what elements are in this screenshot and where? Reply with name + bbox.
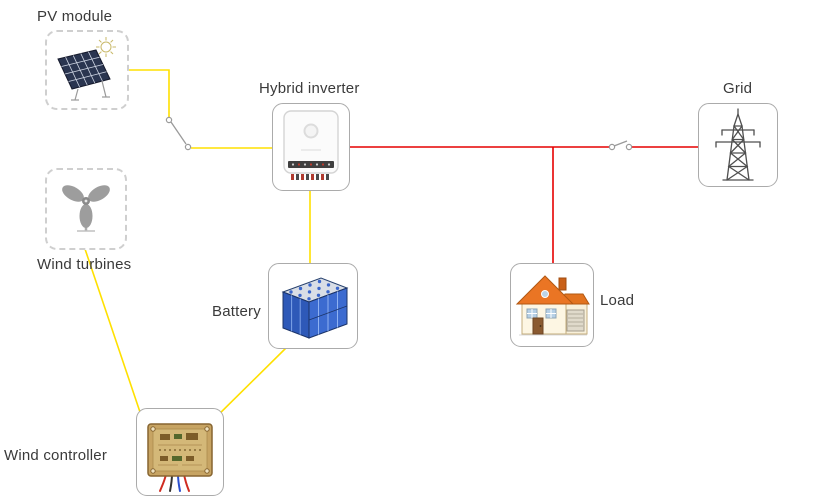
wind-controller-node	[136, 408, 224, 496]
garage-door-slats	[568, 313, 583, 327]
battery-node	[268, 263, 358, 349]
tower-lattice	[715, 108, 761, 181]
battery-front-cells	[291, 295, 301, 335]
turbine-blades	[62, 185, 110, 228]
dc-switch-contact-top	[165, 116, 173, 124]
transmission-tower-icon	[715, 108, 761, 181]
dc-switch-blade	[170, 121, 187, 145]
ac-disconnect-switch	[608, 140, 633, 151]
house-icon	[515, 275, 590, 336]
controller-components	[158, 433, 202, 466]
controller-screws	[150, 426, 210, 474]
battery-label: Battery	[212, 303, 261, 320]
battery-row-divider	[308, 305, 348, 321]
wire-windturbine-to-controller	[83, 245, 143, 419]
garage-door	[566, 309, 585, 332]
house-door	[532, 317, 544, 335]
battery-cell-caps	[289, 279, 340, 301]
load-node	[510, 263, 594, 347]
hybrid-inverter-node	[272, 103, 350, 191]
solar-panel-grid	[61, 51, 107, 88]
grid-node	[698, 103, 778, 187]
pv-module-label: PV module	[37, 8, 113, 25]
chimney	[558, 277, 567, 291]
door-knob	[539, 325, 542, 327]
dc-disconnect-switch	[165, 116, 192, 151]
pv-module-node	[45, 30, 129, 110]
dc-switch-contact-bottom	[184, 143, 192, 151]
inverter-indicator-dots	[291, 163, 331, 166]
inverter-connectors	[291, 174, 329, 180]
load-label: Load	[600, 292, 635, 309]
grid-label: Grid	[723, 80, 753, 97]
turbine-hub-center	[84, 199, 88, 203]
gable-window	[541, 290, 549, 298]
wind-controller-label: Wind controller	[4, 447, 108, 464]
inverter-body	[283, 110, 339, 174]
house-windows	[526, 308, 557, 319]
inverter-logo	[303, 123, 319, 139]
solar-panel-legs	[71, 80, 110, 101]
hybrid-inverter-icon	[283, 110, 339, 180]
wind-turbines-label: Wind turbines	[37, 256, 132, 273]
wind-turbines-node	[45, 168, 127, 250]
hybrid-inverter-label: Hybrid inverter	[259, 80, 360, 97]
ac-switch-contact-left	[608, 143, 616, 151]
solar-panel-icon	[57, 37, 116, 101]
controller-board-icon	[147, 423, 213, 492]
sun-icon	[96, 37, 116, 57]
ac-switch-blade	[613, 140, 628, 147]
battery-pack-icon	[281, 277, 349, 339]
ac-switch-contact-right	[625, 143, 633, 151]
wind-turbine-icon	[62, 185, 110, 232]
wire-pv-to-switch	[125, 69, 170, 117]
